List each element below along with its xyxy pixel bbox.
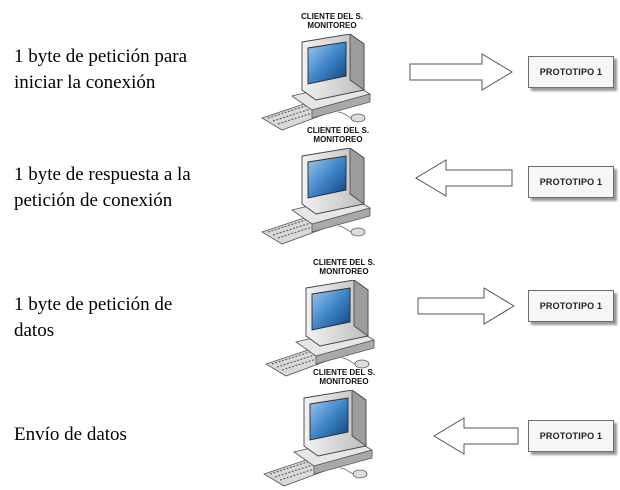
- step-description: 1 byte de respuesta a la petición de con…: [14, 162, 264, 214]
- client-computer-icon: [263, 390, 373, 487]
- step-description-line: Envío de datos: [14, 424, 127, 445]
- step-description: 1 byte de petición de datos: [14, 292, 264, 344]
- client-caption-line: CLIENTE DEL S.: [306, 126, 370, 135]
- prototype-label: PROTOTIPO 1: [539, 177, 603, 187]
- step-description-line: 1 byte de petición para: [14, 46, 188, 67]
- prototype-label: PROTOTIPO 1: [539, 67, 603, 77]
- arrow-left-icon: [433, 417, 519, 455]
- client-computer-icon: [261, 148, 371, 245]
- prototype-box: PROTOTIPO 1: [528, 290, 614, 322]
- client-computer-icon: [261, 34, 371, 131]
- step-description-line: petición de conexión: [14, 190, 173, 211]
- client-caption-line: CLIENTE DEL S.: [312, 368, 376, 377]
- client-caption: CLIENTE DEL S. MONITOREO: [284, 258, 404, 276]
- step-2: 1 byte de respuesta a la petición de con…: [0, 120, 620, 245]
- client-caption: CLIENTE DEL S. MONITOREO: [278, 126, 398, 144]
- prototype-label: PROTOTIPO 1: [539, 431, 603, 441]
- step-description-line: 1 byte de respuesta a la: [14, 164, 191, 185]
- step-description-line: iniciar la conexión: [14, 72, 156, 93]
- prototype-box: PROTOTIPO 1: [528, 56, 614, 88]
- client-caption-line: MONITOREO: [319, 377, 369, 386]
- client-caption-line: CLIENTE DEL S.: [300, 12, 364, 21]
- client-caption-line: CLIENTE DEL S.: [312, 258, 376, 267]
- client-caption-line: MONITOREO: [313, 135, 363, 144]
- step-description: 1 byte de petición para iniciar la conex…: [14, 44, 264, 96]
- client-caption-line: MONITOREO: [307, 21, 357, 30]
- step-1: 1 byte de petición para iniciar la conex…: [0, 0, 620, 131]
- arrow-left-icon: [415, 159, 513, 197]
- client-caption: CLIENTE DEL S. MONITOREO: [272, 12, 392, 30]
- step-description-line: datos: [14, 320, 55, 341]
- step-3: 1 byte de petición de datos CLIENTE DEL …: [0, 250, 620, 377]
- step-description: Envío de datos: [14, 422, 264, 448]
- client-caption-line: MONITOREO: [319, 267, 369, 276]
- prototype-box: PROTOTIPO 1: [528, 166, 614, 198]
- prototype-box: PROTOTIPO 1: [528, 420, 614, 452]
- step-description-line: 1 byte de petición de: [14, 294, 173, 315]
- step-4: Envío de datos CLIENTE DEL S. MONITOREO …: [0, 362, 620, 487]
- client-caption: CLIENTE DEL S. MONITOREO: [284, 368, 404, 386]
- prototype-label: PROTOTIPO 1: [539, 301, 603, 311]
- arrow-right-icon: [417, 287, 515, 325]
- arrow-right-icon: [409, 53, 513, 91]
